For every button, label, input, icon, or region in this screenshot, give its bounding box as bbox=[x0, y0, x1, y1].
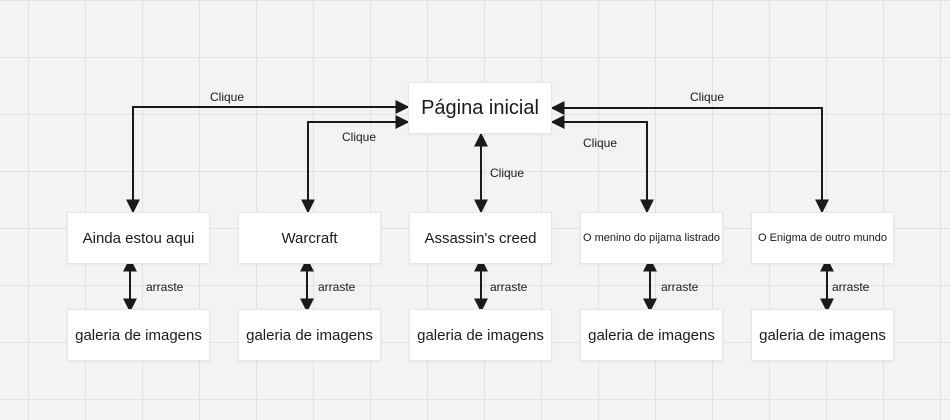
movie-node-label: Assassin's creed bbox=[424, 229, 537, 247]
gallery-node-label: galeria de imagens bbox=[759, 326, 886, 344]
gallery-node-3[interactable]: galeria de imagens bbox=[409, 309, 552, 361]
gallery-node-label: galeria de imagens bbox=[246, 326, 373, 344]
movie-node-label: Ainda estou aqui bbox=[82, 229, 195, 247]
home-page-node[interactable]: Página inicial bbox=[408, 82, 552, 134]
gallery-node-label: galeria de imagens bbox=[588, 326, 715, 344]
gallery-node-label: galeria de imagens bbox=[75, 326, 202, 344]
edge-label-click-3: Clique bbox=[490, 166, 525, 180]
edge-label-click-4: Clique bbox=[583, 136, 618, 150]
edge-home-to-col2 bbox=[301, 115, 410, 214]
edge-label-drag-1: arraste bbox=[146, 280, 184, 294]
gallery-node-5[interactable]: galeria de imagens bbox=[751, 309, 894, 361]
home-page-label: Página inicial bbox=[421, 96, 539, 119]
movie-node-o-menino-do-pijama-listrado[interactable]: O menino do pijama listrado bbox=[580, 212, 723, 264]
edge-label-click-1: Clique bbox=[210, 90, 245, 104]
gallery-node-2[interactable]: galeria de imagens bbox=[238, 309, 381, 361]
movie-node-label: Warcraft bbox=[281, 229, 338, 247]
gallery-node-4[interactable]: galeria de imagens bbox=[580, 309, 723, 361]
movie-node-o-enigma-de-outro-mundo[interactable]: O Enigma de outro mundo bbox=[751, 212, 894, 264]
edge-home-to-col1 bbox=[126, 100, 410, 214]
movie-node-warcraft[interactable]: Warcraft bbox=[238, 212, 381, 264]
edge-label-click-2: Clique bbox=[342, 130, 377, 144]
edge-label-drag-5: arraste bbox=[832, 280, 870, 294]
edge-label-drag-3: arraste bbox=[490, 280, 528, 294]
edge-home-to-col5 bbox=[550, 101, 829, 214]
edge-label-drag-4: arraste bbox=[661, 280, 699, 294]
edge-label-drag-2: arraste bbox=[318, 280, 356, 294]
gallery-node-1[interactable]: galeria de imagens bbox=[67, 309, 210, 361]
movie-node-label: O menino do pijama listrado bbox=[583, 232, 720, 244]
movie-node-label: O Enigma de outro mundo bbox=[757, 232, 888, 244]
gallery-node-label: galeria de imagens bbox=[417, 326, 544, 344]
movie-node-assassins-creed[interactable]: Assassin's creed bbox=[409, 212, 552, 264]
movie-node-ainda-estou-aqui[interactable]: Ainda estou aqui bbox=[67, 212, 210, 264]
edge-label-click-5: Clique bbox=[690, 90, 725, 104]
